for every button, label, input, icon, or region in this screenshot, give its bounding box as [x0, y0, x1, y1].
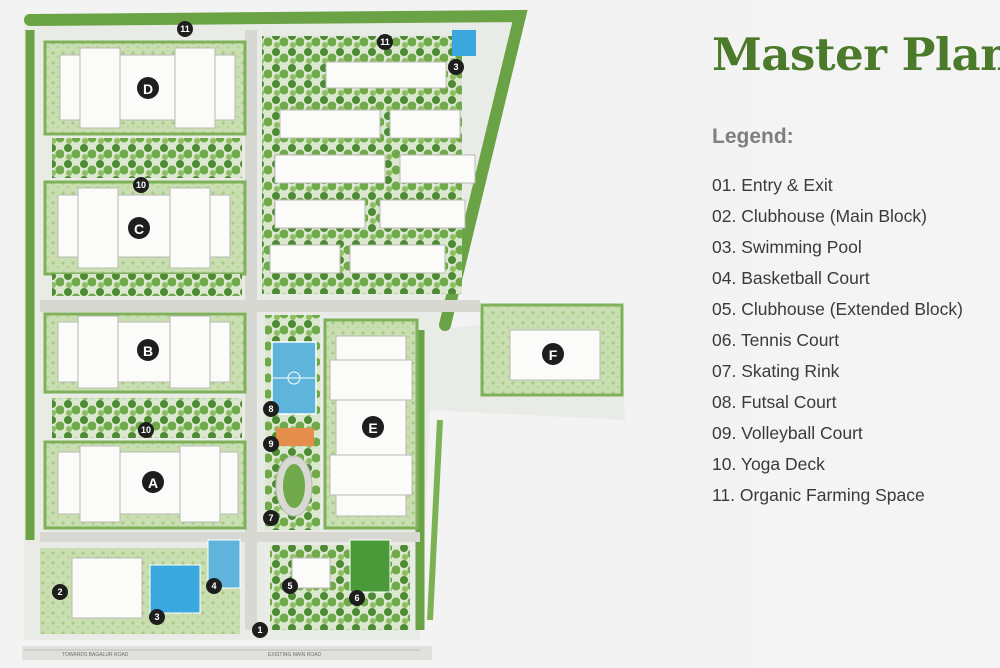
legend-item-futsal-court: 08. Futsal Court [712, 392, 837, 412]
tower-block-b [57, 315, 231, 389]
block-label-b: B [143, 343, 153, 359]
block-label-d: D [143, 81, 153, 97]
legend-item-skating-rink: 07. Skating Rink [712, 361, 840, 381]
legend-item-entry-exit: 01. Entry & Exit [712, 175, 833, 195]
tower-block-e [329, 335, 413, 517]
tower-block-f [509, 329, 601, 381]
tennis-court [349, 539, 391, 593]
marker-5: 5 [287, 581, 292, 591]
legend-item-swimming-pool: 03. Swimming Pool [712, 237, 862, 257]
marker-9: 9 [268, 439, 273, 449]
road-label-bagalur: TOWARDS BAGALUR ROAD [62, 652, 129, 658]
block-label-e: E [368, 420, 377, 436]
swimming-pool [149, 564, 201, 614]
legend-item-basketball-court: 04. Basketball Court [712, 268, 870, 288]
marker-8: 8 [268, 404, 273, 414]
marker-2: 2 [57, 587, 62, 597]
tower-block-d [59, 47, 236, 129]
marker-10-upper: 10 [136, 180, 146, 190]
legend-item-organic-farming: 11. Organic Farming Space [712, 485, 925, 505]
road-label-main: EXISTING MAIN ROAD [268, 652, 321, 658]
marker-10-lower: 10 [141, 425, 151, 435]
legend-item-volleyball-court: 09. Volleyball Court [712, 423, 863, 443]
master-plan-map: D C B A [22, 9, 625, 660]
marker-6: 6 [354, 593, 359, 603]
marker-11-east: 11 [380, 37, 390, 47]
legend-item-tennis-court: 06. Tennis Court [712, 330, 840, 350]
clubhouse-main-block [71, 557, 143, 619]
block-label-f: F [549, 347, 558, 363]
marker-3-north: 3 [453, 62, 458, 72]
yoga-garden-upper [52, 138, 242, 178]
north-pool [452, 30, 476, 56]
perimeter-trees [24, 9, 528, 331]
legend-item-clubhouse-main: 02. Clubhouse (Main Block) [712, 206, 927, 226]
marker-3: 3 [154, 612, 159, 622]
marker-4: 4 [211, 581, 216, 591]
marker-11-west: 11 [180, 24, 190, 34]
marker-7: 7 [268, 513, 273, 523]
legend-item-clubhouse-extended: 05. Clubhouse (Extended Block) [712, 299, 963, 319]
legend-list: 01. Entry & Exit 02. Clubhouse (Main Blo… [712, 172, 963, 513]
tower-block-a [57, 445, 239, 523]
block-label-c: C [134, 221, 144, 237]
marker-1: 1 [257, 625, 262, 635]
block-label-a: A [148, 475, 158, 491]
volleyball-court [276, 428, 314, 446]
clubhouse-extended-block [291, 557, 331, 589]
tower-block-c [57, 187, 231, 269]
legend-item-yoga-deck: 10. Yoga Deck [712, 454, 825, 474]
page-title: Master Plan [712, 28, 1000, 81]
legend-heading: Legend: [712, 125, 794, 148]
villa-rows [269, 61, 476, 274]
